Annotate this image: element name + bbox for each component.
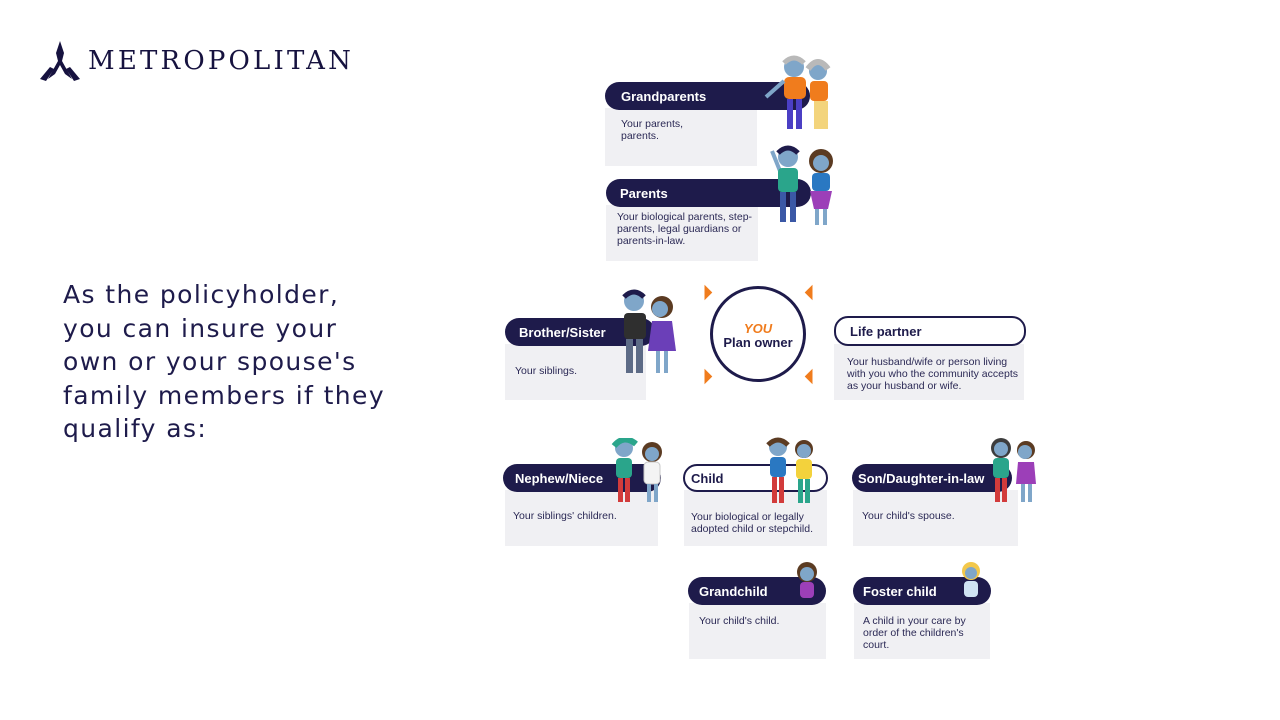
parents-description: Your biological parents, step-parents, l… bbox=[617, 211, 753, 247]
card-partner: Life partner Your husband/wife or person… bbox=[834, 316, 1026, 400]
son-in-law-title: Son/Daughter-in-law bbox=[852, 464, 1012, 492]
arrow-bottom-right-icon bbox=[804, 368, 821, 385]
child-description: Your biological or legally adopted child… bbox=[691, 511, 813, 535]
metropolitan-emblem-icon bbox=[40, 41, 80, 81]
partner-title: Life partner bbox=[834, 316, 1026, 346]
parents-illustration bbox=[770, 145, 833, 225]
brand-name: METROPOLITAN bbox=[88, 46, 355, 76]
son-in-law-illustration bbox=[991, 438, 1036, 502]
parents-title: Parents bbox=[606, 179, 811, 207]
plan-owner-node: YOU Plan owner bbox=[710, 286, 806, 382]
grandchild-illustration bbox=[797, 562, 817, 598]
card-foster: Foster child A child in your care by ord… bbox=[853, 577, 993, 659]
partner-description: Your husband/wife or person living with … bbox=[847, 356, 1018, 392]
you-label: YOU bbox=[743, 321, 773, 336]
card-nephew: Nephew/Niece Your siblings' children. bbox=[503, 464, 663, 546]
foster-description: A child in your care by order of the chi… bbox=[863, 615, 966, 651]
foster-child-illustration bbox=[962, 562, 980, 597]
sibling-illustration bbox=[622, 289, 676, 373]
son-in-law-description: Your child's spouse. bbox=[862, 510, 955, 522]
grandparents-illustration bbox=[764, 55, 831, 129]
nephew-title: Nephew/Niece bbox=[503, 464, 661, 492]
arrow-top-left-icon bbox=[696, 284, 713, 301]
card-child: Child Your biological or legally adopted… bbox=[683, 464, 828, 546]
brand-logo: METROPOLITAN bbox=[38, 38, 354, 84]
arrow-bottom-left-icon bbox=[696, 368, 713, 385]
arrow-top-right-icon bbox=[804, 284, 821, 301]
nephew-description: Your siblings' children. bbox=[513, 510, 617, 522]
child-illustration bbox=[766, 437, 813, 503]
plan-owner-label: Plan owner bbox=[723, 335, 793, 350]
sibling-description: Your siblings. bbox=[515, 365, 578, 377]
card-son-in-law: Son/Daughter-in-law Your child's spouse. bbox=[852, 464, 1022, 546]
nephew-illustration bbox=[611, 438, 662, 502]
intro-text: As the policyholder, you can insure your… bbox=[63, 280, 386, 443]
grandchild-description: Your child's child. bbox=[699, 615, 780, 627]
card-parents: Parents Your biological parents, step-pa… bbox=[606, 179, 816, 261]
grandparents-description: Your parents, parents. bbox=[621, 118, 684, 142]
